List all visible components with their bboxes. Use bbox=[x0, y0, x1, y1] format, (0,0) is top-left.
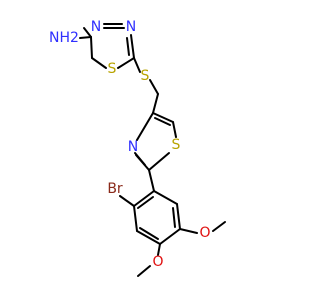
bond-ph-6 bbox=[133, 190, 155, 207]
atom-s-thiadiazole: S bbox=[108, 61, 117, 77]
atom-s-thioether: S bbox=[141, 68, 150, 84]
bond-o-ch3-bottom bbox=[137, 265, 151, 277]
bond-c4-c5-double bbox=[154, 117, 171, 126]
atom-n-thiadiazole-a: N bbox=[91, 19, 101, 35]
atom-n-thiadiazole-b: N bbox=[126, 19, 136, 35]
bond-c-s-right bbox=[117, 57, 135, 69]
bond-o-ch3-top bbox=[212, 221, 226, 232]
bond-ph-2-double bbox=[172, 207, 176, 228]
bond-ch2-c bbox=[152, 93, 159, 114]
atom-n-thiazole: N bbox=[128, 139, 138, 155]
bond-c-nh2 bbox=[79, 36, 92, 39]
bond-c-o-top bbox=[179, 228, 198, 234]
thioether-linker bbox=[133, 57, 159, 114]
bond-ph-6-double bbox=[137, 196, 154, 209]
bond-c-s-linker bbox=[133, 57, 141, 73]
bond-ph-4-double bbox=[139, 227, 159, 240]
bond-s-c-left bbox=[91, 57, 107, 69]
phenyl-ring bbox=[133, 190, 181, 245]
bond-ph-2 bbox=[176, 203, 181, 230]
thiazole-ring bbox=[134, 112, 177, 171]
atom-labels: NH2 N N S S N S Br O O bbox=[49, 19, 210, 270]
atom-s-thiazole: S bbox=[172, 137, 181, 153]
bond-n-c-right bbox=[130, 34, 135, 59]
bond-n-c4 bbox=[136, 112, 154, 141]
bond-c-n-left bbox=[83, 27, 92, 38]
bond-c-br bbox=[119, 195, 135, 207]
molecule-structure-diagram: NH2 N N S S N S Br O O bbox=[49, 19, 226, 277]
bond-c-c-left bbox=[90, 36, 93, 59]
bond-c4-c5 bbox=[152, 112, 174, 123]
bond-ph-1 bbox=[153, 190, 178, 205]
bond-s-ch2 bbox=[149, 79, 159, 95]
bond-ph-3 bbox=[159, 228, 181, 245]
thiadiazole-ring bbox=[79, 23, 135, 69]
bond-c-o-bottom bbox=[157, 243, 161, 256]
atom-br: Br bbox=[107, 181, 123, 197]
bond-thiazole-phenyl bbox=[148, 169, 155, 192]
bond-c5-s bbox=[172, 121, 177, 138]
bond-ph-4 bbox=[136, 230, 161, 245]
bond-ph-5 bbox=[133, 205, 138, 232]
atom-nh2: NH2 bbox=[49, 30, 79, 46]
bond-c2-n-double bbox=[134, 152, 146, 166]
atom-o-methoxy-bottom: O bbox=[152, 254, 163, 270]
bond-n-c-right-double bbox=[126, 37, 130, 56]
atom-o-methoxy-top: O bbox=[199, 225, 210, 241]
substituents bbox=[119, 195, 226, 277]
bond-s-c2 bbox=[148, 152, 170, 171]
